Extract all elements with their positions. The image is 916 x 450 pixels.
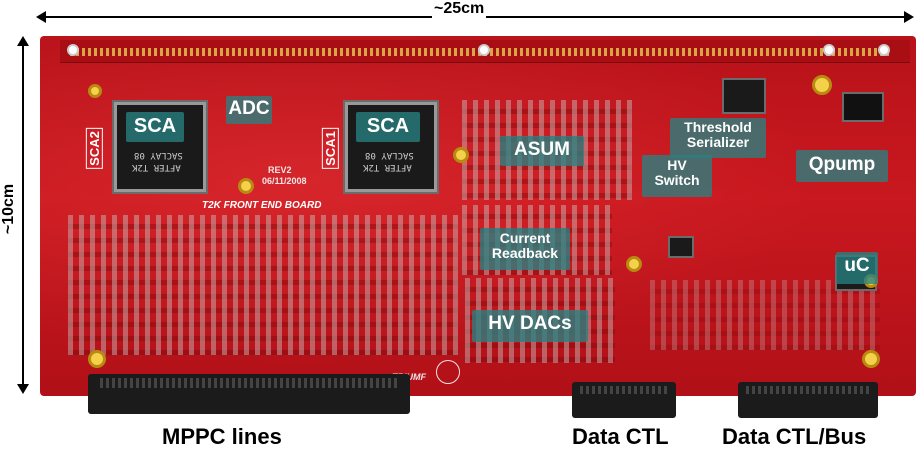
chip-marking-right-2: SACLAY 08 xyxy=(365,150,414,160)
sca-right-label-box xyxy=(356,112,420,142)
chip-marking-left-2: SACLAY 08 xyxy=(134,150,183,160)
asum-label: ASUM xyxy=(514,139,570,160)
board-name-silkscreen: T2K FRONT END BOARD xyxy=(202,200,322,211)
qpump-label-box xyxy=(796,150,888,182)
threshold-serializer-label-box xyxy=(670,118,766,158)
hv-dac-chip xyxy=(668,236,694,258)
data-ctl-bus-connector-pins xyxy=(746,386,870,394)
qpump-chip xyxy=(842,92,884,122)
sca-left-label-box xyxy=(126,112,184,142)
test-point xyxy=(812,75,832,95)
asum-label-box xyxy=(500,136,584,166)
uc-label-box xyxy=(836,252,878,284)
current-readback-label-box xyxy=(480,228,570,270)
hv-switch-label-box xyxy=(642,155,712,197)
qpump-label: Qpump xyxy=(808,154,876,175)
test-point xyxy=(238,178,254,194)
mounting-hole xyxy=(67,44,79,56)
date-silkscreen: 06/11/2008 xyxy=(262,176,307,186)
data-ctl-connector-pins xyxy=(580,386,668,394)
height-label: ~10cm xyxy=(0,181,19,237)
hv-dacs-label: HV DACs xyxy=(488,313,572,334)
adc-label: ADC xyxy=(228,98,270,119)
test-point xyxy=(626,256,642,272)
mppc-connector-pins xyxy=(100,378,398,388)
test-point xyxy=(453,147,469,163)
mounting-hole xyxy=(478,44,490,56)
test-point xyxy=(862,350,880,368)
mounting-hole xyxy=(823,44,835,56)
mppc-input-components xyxy=(68,215,458,355)
rev-silkscreen: REV2 xyxy=(268,165,292,175)
hv-dacs-label-box xyxy=(472,310,588,342)
chip-marking-right: AFTER T2K xyxy=(363,162,412,172)
threshold-serializer-chip xyxy=(722,78,766,114)
sca1-silkscreen: SCA1 xyxy=(321,128,339,169)
hv-switch-label: HV Switch xyxy=(654,157,700,188)
mppc-lines-caption: MPPC lines xyxy=(162,424,282,449)
test-point xyxy=(88,84,102,98)
data-ctl-bus-caption: Data CTL/Bus xyxy=(722,424,867,449)
adc-label-box xyxy=(226,96,272,124)
current-readback-label: Current Readback xyxy=(491,230,559,261)
mounting-hole xyxy=(878,44,890,56)
chip-marking-left: AFTER T2K xyxy=(132,162,181,172)
uc-label: uC xyxy=(844,255,870,276)
width-label: ~25cm xyxy=(432,0,487,18)
threshold-serializer-label: Threshold Serializer xyxy=(684,119,752,150)
sca2-silkscreen: SCA2 xyxy=(85,128,103,169)
pcb-board xyxy=(40,36,916,396)
right-components xyxy=(650,280,880,350)
data-ctl-caption: Data CTL xyxy=(572,424,669,449)
maker-logo xyxy=(436,360,460,384)
test-point xyxy=(88,350,106,368)
sca-left-label: SCA xyxy=(133,115,177,137)
sca-right-label: SCA xyxy=(366,115,410,137)
